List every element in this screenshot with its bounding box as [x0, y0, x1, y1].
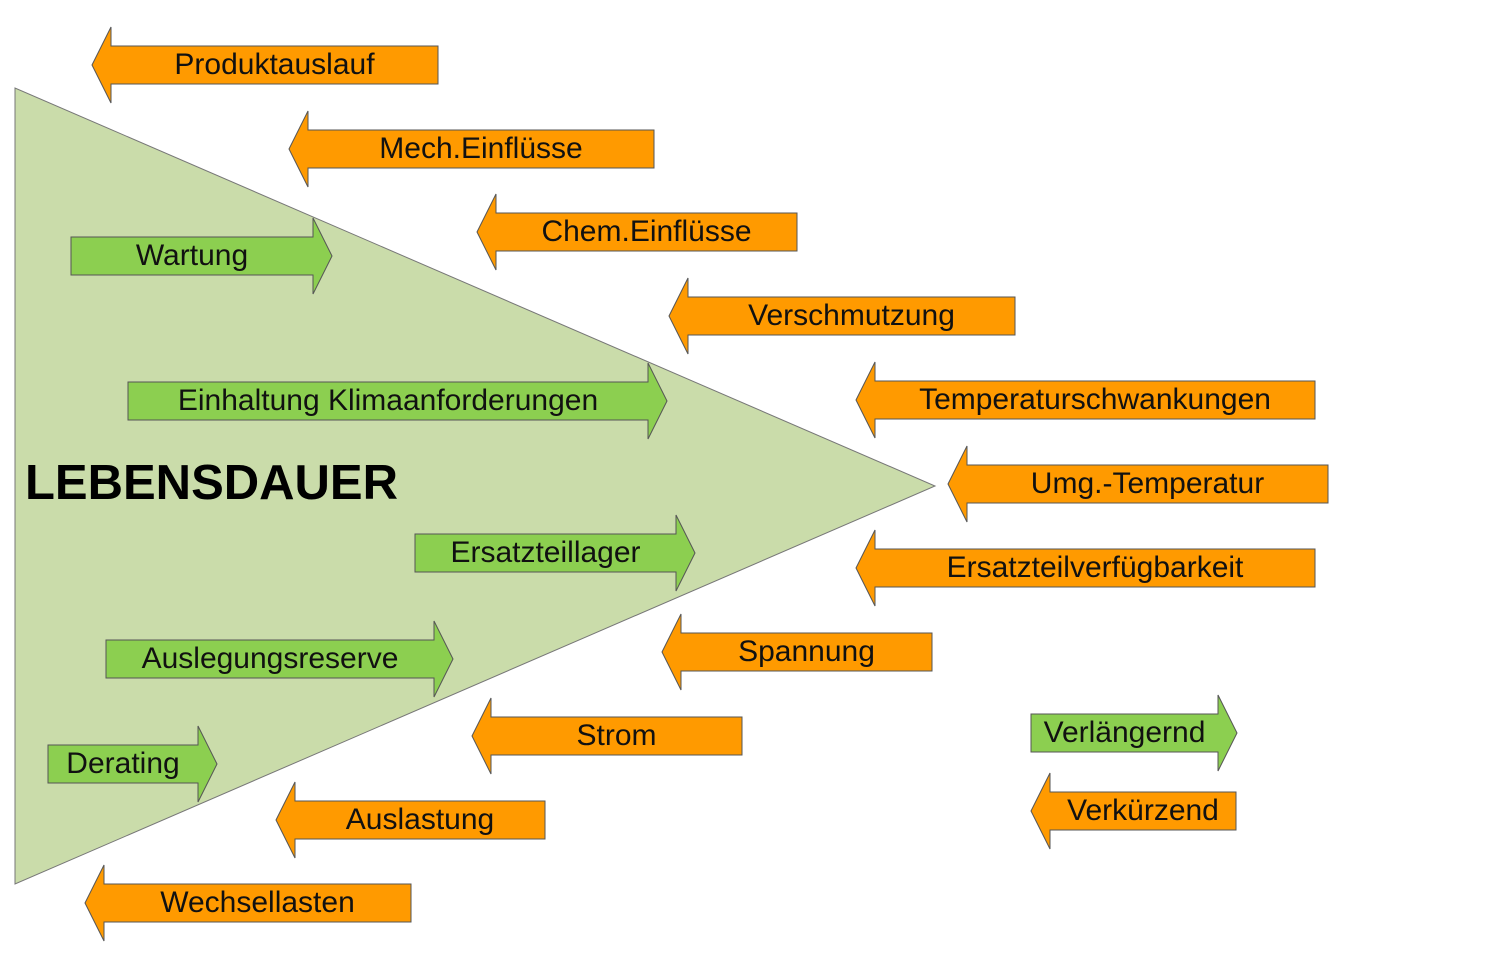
- shortening-factor-label: Auslastung: [345, 803, 495, 836]
- shortening-factor-label: Ersatzteilverfügbarkeit: [946, 551, 1244, 584]
- legend-shorten-arrow: [1030, 772, 1237, 850]
- extending-factor-arrow: [70, 217, 333, 295]
- shortening-factor-label: Mech.Einflüsse: [379, 132, 583, 165]
- shortening-factor-label: Spannung: [738, 635, 875, 668]
- extending-factor-label: Ersatzteillager: [450, 536, 641, 569]
- shortening-factor-arrow: [947, 445, 1329, 523]
- legend-shorten-label: Verkürzend: [1067, 794, 1219, 827]
- shortening-factor-arrow: [661, 613, 933, 691]
- shortening-factor-arrow: [476, 193, 798, 271]
- legend-extend-arrow: [1030, 694, 1238, 772]
- shortening-factor-arrow: [84, 864, 412, 942]
- lifetime-triangle: [14, 87, 937, 885]
- shortening-factor-arrow: [471, 697, 743, 775]
- diagram-title: LEBENSDAUER: [25, 456, 398, 510]
- extending-factor-label: Derating: [66, 747, 180, 780]
- extending-factor-arrow: [414, 514, 696, 592]
- extending-factor-label: Auslegungsreserve: [141, 642, 399, 675]
- extending-factor-arrow: [105, 620, 454, 698]
- shortening-factor-label: Produktauslauf: [174, 48, 375, 81]
- shortening-factor-arrow: [855, 361, 1316, 439]
- shortening-factor-label: Strom: [576, 719, 657, 752]
- shortening-factor-label: Temperaturschwankungen: [919, 383, 1271, 416]
- shortening-factor-label: Umg.-Temperatur: [1030, 467, 1265, 500]
- shortening-factor-arrow: [91, 26, 439, 104]
- shortening-factor-arrow: [275, 781, 546, 859]
- shortening-factor-label: Wechsellasten: [160, 886, 355, 919]
- shortening-factor-label: Verschmutzung: [748, 299, 955, 332]
- shortening-factor-arrow: [855, 529, 1316, 607]
- shortening-factor-label: Chem.Einflüsse: [541, 215, 752, 248]
- extending-factor-arrow: [47, 725, 218, 803]
- extending-factor-label: Wartung: [135, 239, 249, 272]
- extending-factor-arrow: [127, 362, 668, 440]
- legend-extend-label: Verlängernd: [1043, 716, 1206, 749]
- extending-factor-label: Einhaltung Klimaanforderungen: [177, 384, 599, 417]
- shortening-factor-arrow: [288, 110, 655, 188]
- shortening-factor-arrow: [668, 277, 1016, 355]
